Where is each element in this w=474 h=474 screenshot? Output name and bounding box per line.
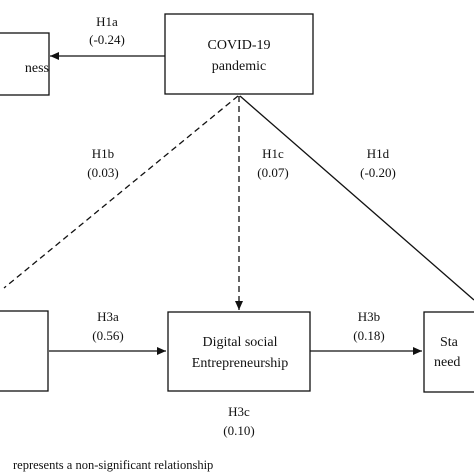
label-h3a-value: (0.56) xyxy=(92,328,123,343)
box-left-bottom xyxy=(0,310,49,392)
label-h3c-name: H3c xyxy=(228,404,250,419)
box-right-bottom xyxy=(423,311,474,393)
label-h1b-value: (0.03) xyxy=(87,165,118,180)
label-h1c-value: (0.07) xyxy=(257,165,288,180)
edge-h1d xyxy=(239,95,474,301)
edge-h1b xyxy=(3,95,239,289)
box-right-bottom-line2: need xyxy=(434,355,460,370)
box-digital-line1: Digital social xyxy=(202,335,277,350)
label-h1c-name: H1c xyxy=(262,146,284,161)
label-h3b-value: (0.18) xyxy=(353,328,384,343)
label-h3c-value: (0.10) xyxy=(223,423,254,438)
box-right-bottom-line1: Sta xyxy=(440,335,459,350)
box-left-top xyxy=(0,32,50,96)
box-covid-line1: COVID-19 xyxy=(208,38,271,53)
label-h1a-value: (-0.24) xyxy=(89,32,125,47)
label-h1d-name: H1d xyxy=(367,146,390,161)
legend-note: represents a non-significant relationshi… xyxy=(13,458,213,472)
box-covid-line2: pandemic xyxy=(212,59,266,74)
box-covid xyxy=(164,13,314,95)
box-left-top-text: ness xyxy=(25,61,49,76)
label-h3a-name: H3a xyxy=(97,309,119,324)
label-h1b-name: H1b xyxy=(92,146,114,161)
label-h3b-name: H3b xyxy=(358,309,380,324)
label-h1a-name: H1a xyxy=(96,14,118,29)
label-h1d-value: (-0.20) xyxy=(360,165,396,180)
box-digital-line2: Entrepreneurship xyxy=(192,356,288,371)
box-digital xyxy=(167,311,311,392)
